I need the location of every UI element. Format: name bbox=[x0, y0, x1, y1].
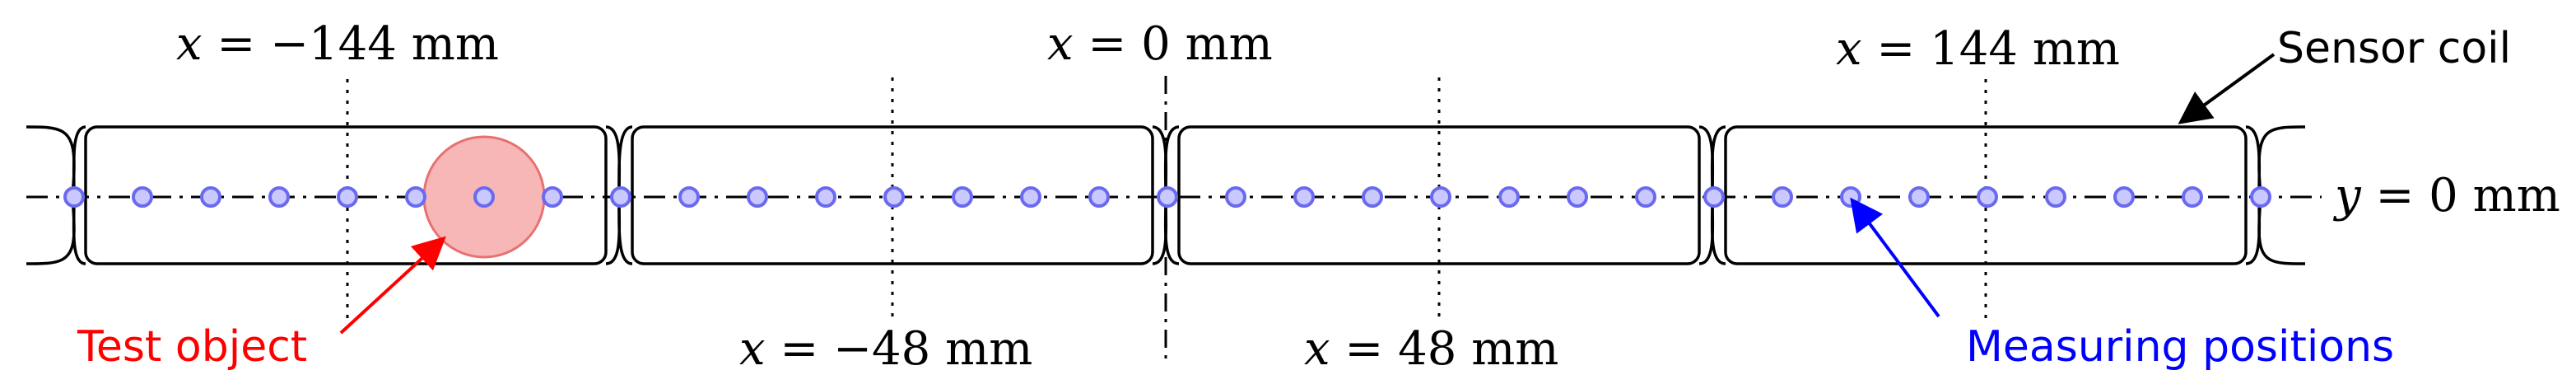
measuring-point bbox=[1088, 186, 1110, 208]
measuring-point bbox=[132, 186, 153, 208]
sensor-coil-arrow bbox=[2178, 53, 2276, 124]
label-x-0-num: 0 bbox=[1141, 17, 1171, 71]
measuring-point bbox=[473, 186, 495, 208]
label-y-0: y = 0 mm bbox=[2332, 169, 2560, 223]
measuring-point bbox=[1498, 186, 1520, 208]
test-object-arrow bbox=[339, 236, 446, 335]
measuring-point bbox=[1840, 186, 1861, 208]
measuring-point bbox=[2182, 186, 2203, 208]
measuring-point bbox=[883, 186, 905, 208]
test-object-label: Test object bbox=[77, 322, 307, 372]
label-x-neg144-unit: mm bbox=[397, 17, 499, 71]
label-x-144-unit: mm bbox=[2018, 22, 2120, 76]
sensor-coil-1 bbox=[84, 125, 608, 265]
measuring-point bbox=[1908, 186, 1930, 208]
measuring-point bbox=[2250, 186, 2271, 208]
measuring-point bbox=[1635, 186, 1656, 208]
measuring-point bbox=[747, 186, 768, 208]
sensor-coil-4 bbox=[1724, 125, 2248, 265]
measuring-point bbox=[2113, 186, 2135, 208]
label-x-neg48-unit: mm bbox=[930, 322, 1032, 376]
label-x-0: x = 0 mm bbox=[1047, 17, 1273, 71]
label-y-0-unit: mm bbox=[2458, 169, 2560, 223]
measuring-point bbox=[1430, 186, 1451, 208]
measuring-positions-arrow bbox=[1850, 197, 1940, 318]
measuring-points bbox=[63, 186, 2271, 208]
measuring-point bbox=[2045, 186, 2066, 208]
measuring-point bbox=[1567, 186, 1588, 208]
measuring-point bbox=[1020, 186, 1041, 208]
label-x-48: x = 48 mm bbox=[1304, 322, 1558, 376]
measuring-point bbox=[610, 186, 631, 208]
label-x-0-eq: = bbox=[1074, 17, 1142, 71]
label-y-0-var: y bbox=[2332, 169, 2362, 223]
label-x-neg144-var: x bbox=[176, 17, 203, 71]
label-x-neg48: x = −48 mm bbox=[739, 322, 1032, 376]
measuring-point bbox=[1157, 186, 1178, 208]
measuring-point bbox=[1293, 186, 1315, 208]
label-x-neg144: x = −144 mm bbox=[176, 17, 499, 71]
measuring-point bbox=[405, 186, 426, 208]
measuring-point bbox=[337, 186, 358, 208]
label-x-neg48-var: x bbox=[739, 322, 766, 376]
label-y-0-eq: = bbox=[2361, 169, 2429, 223]
sensor-coil-label: Sensor coil bbox=[2277, 24, 2511, 73]
label-x-neg144-num: −144 bbox=[270, 17, 397, 71]
sensor-coils bbox=[84, 125, 2248, 265]
measuring-point bbox=[952, 186, 973, 208]
label-x-48-eq: = bbox=[1330, 322, 1399, 376]
label-x-neg48-num: −48 bbox=[833, 322, 930, 376]
measuring-point bbox=[268, 186, 290, 208]
measuring-point bbox=[63, 186, 85, 208]
measuring-point bbox=[1772, 186, 1793, 208]
measuring-point bbox=[678, 186, 700, 208]
label-x-48-var: x bbox=[1304, 322, 1330, 376]
measuring-point bbox=[1362, 186, 1383, 208]
label-x-48-num: 48 bbox=[1398, 322, 1456, 376]
label-x-144-var: x bbox=[1836, 22, 1862, 76]
label-x-neg144-eq: = bbox=[203, 17, 271, 71]
label-x-144-eq: = bbox=[1862, 22, 1931, 76]
label-x-48-unit: mm bbox=[1456, 322, 1558, 376]
label-x-144: x = 144 mm bbox=[1836, 22, 2120, 76]
sensor-coil-2 bbox=[631, 125, 1154, 265]
measuring-point bbox=[815, 186, 836, 208]
label-x-144-num: 144 bbox=[1930, 22, 2018, 76]
measuring-point bbox=[200, 186, 221, 208]
sensor-coil-3 bbox=[1177, 125, 1701, 265]
measuring-point bbox=[1977, 186, 1998, 208]
measuring-point bbox=[1225, 186, 1246, 208]
measuring-point bbox=[542, 186, 563, 208]
measuring-point bbox=[1703, 186, 1725, 208]
label-x-neg48-eq: = bbox=[766, 322, 834, 376]
label-y-0-num: 0 bbox=[2429, 169, 2458, 223]
measuring-positions-label: Measuring positions bbox=[1966, 322, 2394, 372]
label-x-0-var: x bbox=[1047, 17, 1074, 71]
label-x-0-unit: mm bbox=[1171, 17, 1273, 71]
